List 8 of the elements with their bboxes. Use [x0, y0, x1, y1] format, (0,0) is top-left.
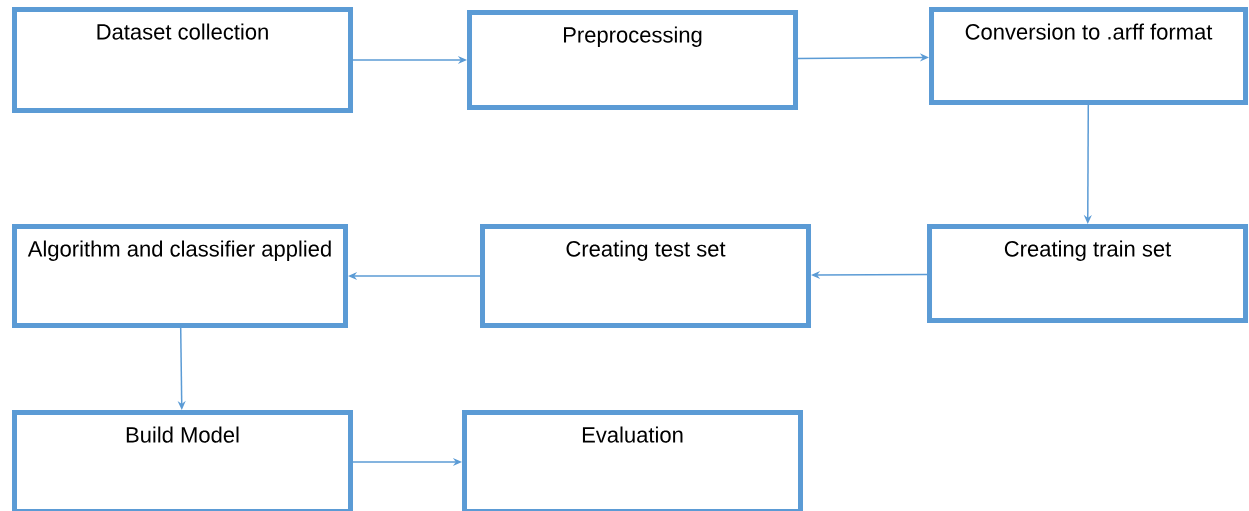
process-box: Evaluation: [462, 410, 803, 511]
process-box: Creating train set: [927, 224, 1248, 323]
process-box: Build Model: [12, 410, 353, 511]
process-box: Creating test set: [480, 224, 811, 328]
process-box: Algorithm and classifier applied: [12, 224, 348, 328]
process-box: Dataset collection: [12, 7, 353, 113]
process-box: Conversion to .arff format: [929, 7, 1248, 105]
process-box: Preprocessing: [467, 10, 798, 110]
